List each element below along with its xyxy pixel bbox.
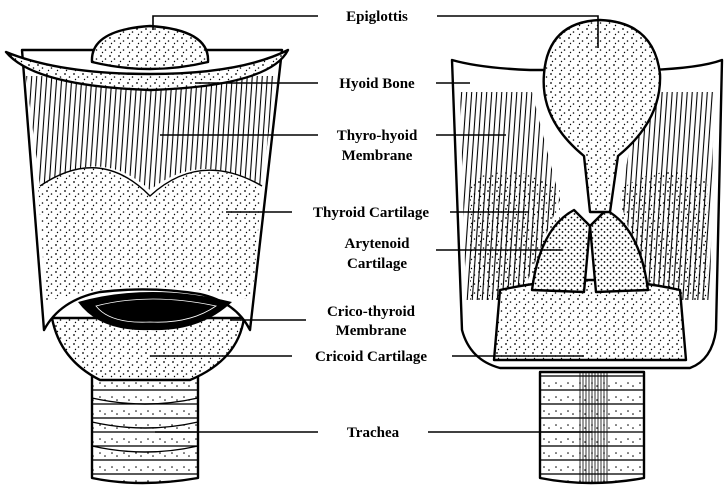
left-trachea <box>92 372 198 483</box>
label-hyoid-bone: Hyoid Bone <box>339 76 415 92</box>
label-thyro-hyoid-membrane-1: Thyro-hyoid <box>337 128 418 144</box>
label-epiglottis: Epiglottis <box>346 9 408 25</box>
label-crico-thyroid-membrane-1: Crico-thyroid <box>327 304 416 320</box>
labels: Epiglottis Hyoid Bone Thyro-hyoid Membra… <box>313 9 429 441</box>
leader-epiglottis-left <box>153 16 318 30</box>
right-cricoid-cartilage <box>494 280 686 360</box>
right-trachea <box>540 372 644 483</box>
label-thyro-hyoid-membrane-2: Membrane <box>342 148 413 164</box>
left-thyroid-cartilage <box>22 50 282 330</box>
left-epiglottis <box>92 26 208 69</box>
label-thyroid-cartilage: Thyroid Cartilage <box>313 205 429 221</box>
anterior-view <box>6 26 288 483</box>
label-arytenoid-cartilage-1: Arytenoid <box>345 236 411 252</box>
label-trachea: Trachea <box>347 425 400 441</box>
label-cricoid-cartilage: Cricoid Cartilage <box>315 349 427 365</box>
label-arytenoid-cartilage-2: Cartilage <box>347 256 407 272</box>
label-crico-thyroid-membrane-2: Membrane <box>336 323 407 339</box>
posterior-view <box>452 20 722 483</box>
